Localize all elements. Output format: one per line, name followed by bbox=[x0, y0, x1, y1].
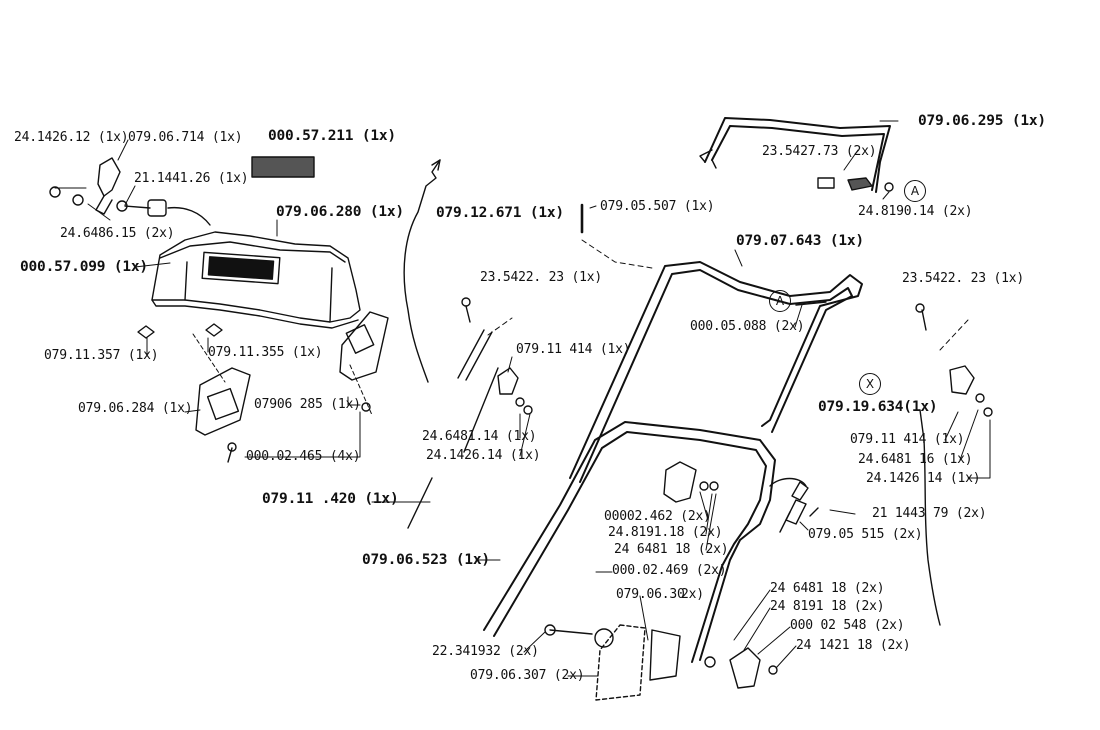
part-label: 24 6481 18 (2x) bbox=[770, 581, 885, 596]
label-sticker bbox=[251, 156, 315, 178]
top-bar-fastener bbox=[817, 177, 894, 192]
fastener-000-05-088 bbox=[795, 301, 827, 306]
part-label: 079.11 414 (1x) bbox=[850, 432, 965, 447]
part-label: 22.341932 (2x) bbox=[432, 644, 539, 659]
part-label: 24.1426 14 (1x) bbox=[866, 471, 981, 486]
part-label: 079.06.307 (2x) bbox=[470, 668, 585, 683]
pivot-bolt-left bbox=[544, 624, 681, 701]
part-label: 079.11.357 (1x) bbox=[44, 348, 159, 363]
right-side-clip bbox=[915, 303, 993, 417]
part-label: 21 1443 79 (2x) bbox=[872, 506, 987, 521]
part-label: 23.5422. 23 (1x) bbox=[902, 271, 1025, 286]
part-label: 07906 285 (1x) bbox=[254, 397, 361, 412]
screw-and-washers bbox=[49, 186, 211, 226]
part-label: 24.6481 16 (1x) bbox=[858, 452, 973, 467]
callout-circle-x: X bbox=[859, 373, 881, 395]
lower-handle bbox=[483, 421, 776, 663]
part-label: 23.5427.73 (2x) bbox=[762, 144, 877, 159]
part-label: 079.06.284 (1x) bbox=[78, 401, 193, 416]
part-label: 000.57.211 (1x) bbox=[268, 128, 396, 144]
part-label: 23.5422. 23 (1x) bbox=[480, 270, 603, 285]
part-label: 000 02 548 (2x) bbox=[790, 618, 905, 633]
part-label: 24.6481.14 (1x) bbox=[422, 429, 537, 444]
part-label: 000.02.465 (4x) bbox=[246, 449, 361, 464]
part-label: 079.05 515 (2x) bbox=[808, 527, 923, 542]
part-label: 24.1426.14 (1x) bbox=[426, 448, 541, 463]
part-label: 079.06.30 bbox=[616, 587, 685, 602]
part-label: 079.19.634(1x) bbox=[818, 399, 938, 415]
pivot-bolt-right bbox=[704, 647, 778, 689]
callout-circle-a-top: A bbox=[904, 180, 926, 202]
part-label: 079.11.355 (1x) bbox=[208, 345, 323, 360]
part-label: 000.02.469 (2x) bbox=[612, 563, 727, 578]
part-label: 24.6486.15 (2x) bbox=[60, 226, 175, 241]
part-label: 24.8191.18 (2x) bbox=[608, 525, 723, 540]
mid-clip bbox=[457, 297, 533, 453]
part-label: 079.11 .420 (1x) bbox=[262, 491, 399, 507]
part-label: 079.06.280 (1x) bbox=[276, 204, 404, 220]
part-label: 079.06.714 (1x) bbox=[128, 130, 243, 145]
part-label: 21.1441.26 (1x) bbox=[134, 171, 249, 186]
part-label: 00002.462 (2x) bbox=[604, 509, 711, 524]
part-label: 079.06.295 (1x) bbox=[918, 113, 1046, 129]
part-label: 079.06.523 (1x) bbox=[362, 552, 490, 568]
small-clips bbox=[137, 323, 371, 463]
cable-420 bbox=[407, 477, 433, 529]
side-knob bbox=[769, 477, 819, 533]
part-label: 079.11 414 (1x) bbox=[516, 342, 631, 357]
throttle-cable bbox=[403, 159, 441, 383]
lower-handle-knob bbox=[663, 461, 719, 503]
leader-lines-left bbox=[54, 139, 373, 458]
part-label: 000.05.088 (2x) bbox=[690, 319, 805, 334]
part-label: 079.07.643 (1x) bbox=[736, 233, 864, 249]
part-label: 079.05.507 (1x) bbox=[600, 199, 715, 214]
part-label: 000.57.099 (1x) bbox=[20, 259, 148, 275]
part-label: 24 1421 18 (2x) bbox=[796, 638, 911, 653]
switch-lever bbox=[95, 157, 121, 215]
top-bar bbox=[704, 117, 891, 193]
cable-clamp-rear bbox=[339, 311, 389, 381]
part-label: 2x) bbox=[681, 587, 704, 602]
leader-lines-right bbox=[371, 120, 991, 677]
part-label: 079.12.671 (1x) bbox=[436, 205, 564, 221]
callout-circle-a-handle: A bbox=[769, 290, 791, 312]
part-label: 24.1426.12 (1x) bbox=[14, 130, 129, 145]
cable-line-right bbox=[919, 409, 941, 626]
control-box-housing bbox=[151, 231, 361, 329]
cable-clamp-front bbox=[195, 367, 251, 436]
part-label: 24 6481 18 (2x) bbox=[614, 542, 729, 557]
part-label: 24.8190.14 (2x) bbox=[858, 204, 973, 219]
part-label: 24 8191 18 (2x) bbox=[770, 599, 885, 614]
upper-handle bbox=[569, 261, 863, 483]
